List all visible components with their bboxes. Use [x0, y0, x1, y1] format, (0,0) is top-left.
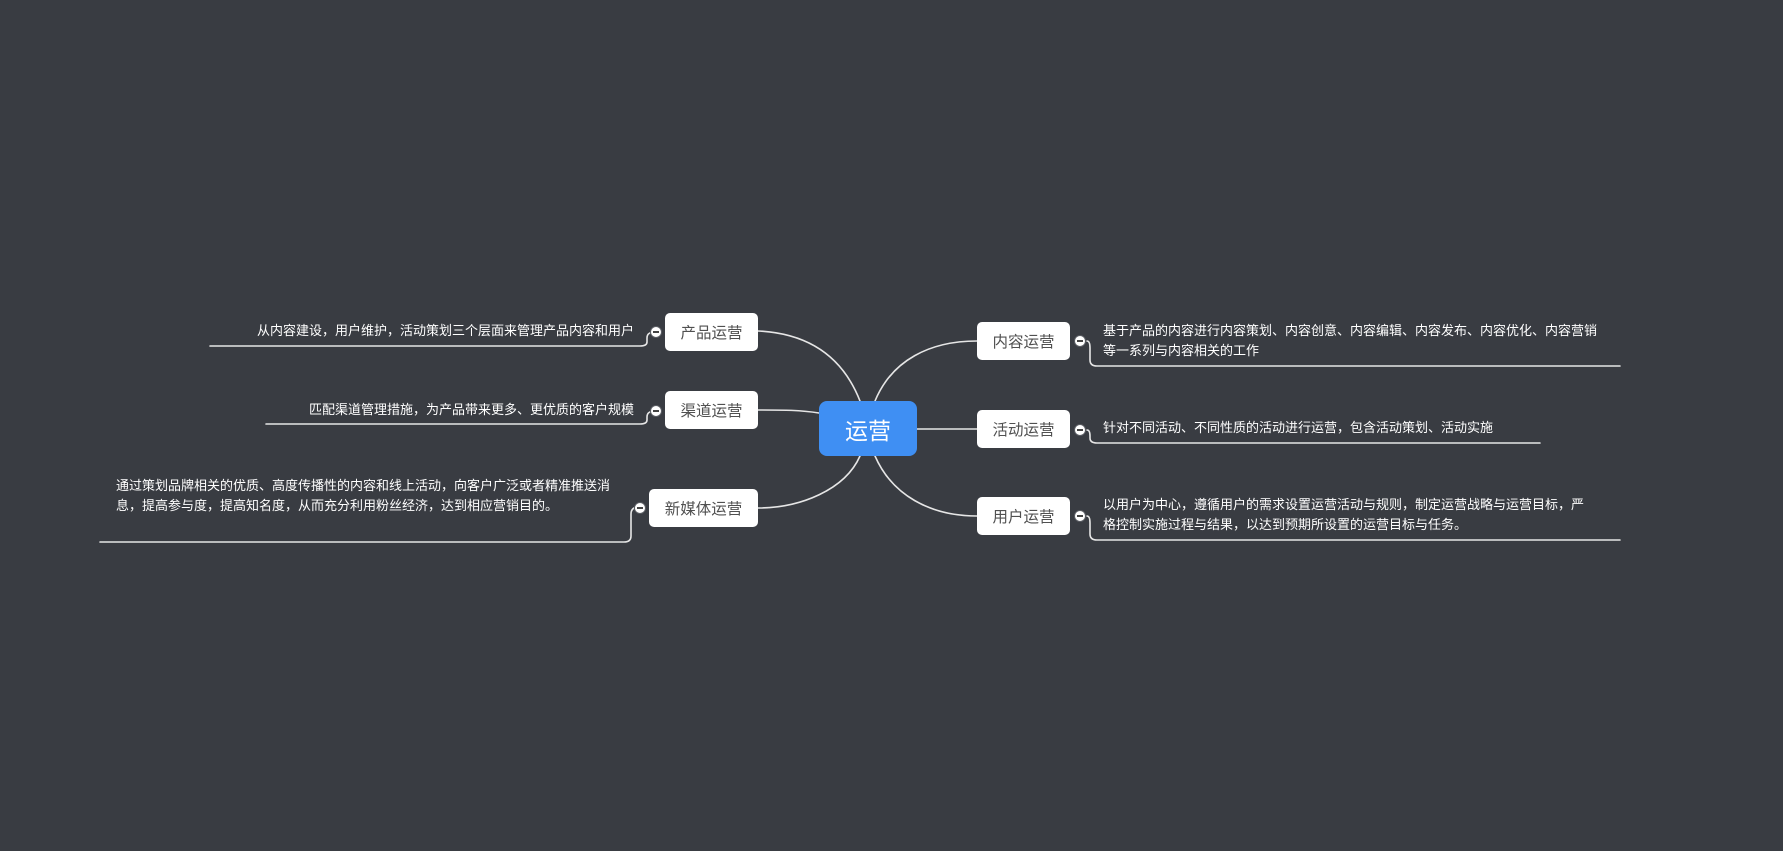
collapse-icon-user[interactable] — [1074, 510, 1086, 522]
note-user-text: 以用户为中心，遵循用户的需求设置运营活动与规则，制定运营战略与运营目标，严格控制… — [1103, 498, 1585, 533]
topic-channel[interactable]: 渠道运营 — [665, 391, 758, 429]
topic-product-label: 产品运营 — [680, 324, 743, 342]
underline-content — [1086, 340, 1621, 367]
collapse-icon-channel[interactable] — [650, 405, 662, 417]
topic-activity[interactable]: 活动运营 — [977, 410, 1070, 448]
collapse-icon-newmedia[interactable] — [634, 502, 646, 514]
link-user — [874, 455, 978, 517]
topic-newmedia[interactable]: 新媒体运营 — [649, 489, 758, 527]
link-newmedia — [757, 455, 861, 509]
topic-newmedia-label: 新媒体运营 — [664, 500, 743, 518]
topic-content[interactable]: 内容运营 — [977, 322, 1070, 360]
note-activity: 针对不同活动、不同性质的活动进行运营，包含活动策划、活动实施 — [1103, 419, 1543, 439]
note-content-text: 基于产品的内容进行内容策划、内容创意、内容编辑、内容发布、内容优化、内容营销等一… — [1103, 324, 1598, 359]
topic-user[interactable]: 用户运营 — [977, 497, 1070, 535]
underline-activity — [1086, 429, 1541, 444]
collapse-icon-activity[interactable] — [1074, 424, 1086, 436]
note-newmedia: 通过策划品牌相关的优质、高度传播性的内容和线上活动，向客户广泛或者精准推送消息，… — [116, 477, 616, 517]
link-channel — [757, 409, 820, 414]
root-topic-label: 运营 — [845, 418, 891, 445]
note-user: 以用户为中心，遵循用户的需求设置运营活动与规则，制定运营战略与运营目标，严格控制… — [1103, 496, 1593, 536]
topic-product[interactable]: 产品运营 — [665, 313, 758, 351]
topic-content-label: 内容运营 — [992, 333, 1055, 351]
note-content: 基于产品的内容进行内容策划、内容创意、内容编辑、内容发布、内容优化、内容营销等一… — [1103, 322, 1603, 362]
collapse-icon-product[interactable] — [650, 326, 662, 338]
note-channel-text: 匹配渠道管理措施，为产品带来更多、更优质的客户规模 — [308, 403, 634, 418]
underline-user — [1086, 515, 1621, 541]
topic-channel-label: 渠道运营 — [680, 402, 743, 420]
note-product-text: 从内容建设，用户维护，活动策划三个层面来管理产品内容和用户 — [256, 324, 634, 339]
root-topic[interactable]: 运营 — [819, 401, 917, 456]
note-newmedia-text: 通过策划品牌相关的优质、高度传播性的内容和线上活动，向客户广泛或者精准推送消息，… — [116, 479, 611, 514]
link-content — [874, 340, 978, 402]
note-activity-text: 针对不同活动、不同性质的活动进行运营，包含活动策划、活动实施 — [1103, 421, 1494, 436]
link-product — [757, 330, 861, 402]
topic-user-label: 用户运营 — [992, 508, 1055, 526]
collapse-icon-content[interactable] — [1074, 335, 1086, 347]
note-product: 从内容建设，用户维护，活动策划三个层面来管理产品内容和用户 — [212, 322, 634, 342]
topic-activity-label: 活动运营 — [992, 421, 1055, 439]
note-channel: 匹配渠道管理措施，为产品带来更多、更优质的客户规模 — [266, 401, 634, 421]
